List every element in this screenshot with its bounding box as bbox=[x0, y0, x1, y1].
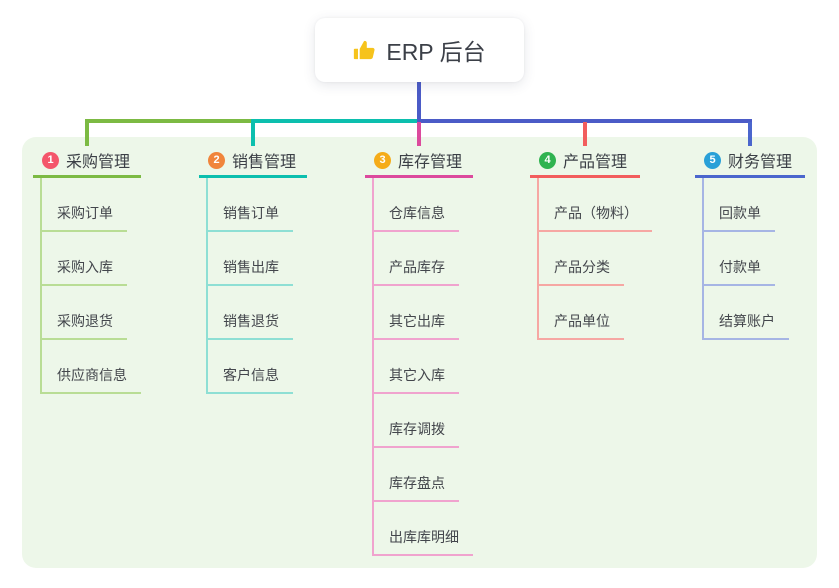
child-node[interactable]: 其它出库 bbox=[372, 286, 473, 340]
branch-badge: 2 bbox=[208, 151, 225, 169]
child-node[interactable]: 客户信息 bbox=[206, 340, 307, 394]
branches-panel bbox=[22, 137, 817, 568]
branch-label: 销售管理 bbox=[232, 154, 297, 171]
child-node-label: 仓库信息 bbox=[372, 203, 459, 232]
child-node-label: 其它出库 bbox=[372, 311, 459, 340]
branch-node-finance[interactable]: 5 财务管理 bbox=[695, 145, 805, 178]
branch-node-sales[interactable]: 2 销售管理 bbox=[199, 145, 307, 178]
children-group-purchase: 采购订单 采购入库 采购退货 供应商信息 bbox=[40, 178, 141, 394]
children-group-finance: 回款单 付款单 结算账户 bbox=[702, 178, 805, 340]
branch-badge: 4 bbox=[539, 151, 556, 169]
branch-node-product[interactable]: 4 产品管理 bbox=[530, 145, 640, 178]
child-node[interactable]: 采购退货 bbox=[40, 286, 141, 340]
branch-label: 财务管理 bbox=[728, 154, 793, 171]
branch-connector-product bbox=[583, 122, 587, 146]
child-node-label: 库存盘点 bbox=[372, 473, 459, 502]
connector-bus-purchase bbox=[85, 119, 253, 123]
branch-column-finance: 5 财务管理 回款单 付款单 结算账户 bbox=[695, 145, 805, 340]
child-node[interactable]: 销售订单 bbox=[206, 178, 307, 232]
child-node-label: 客户信息 bbox=[206, 365, 293, 394]
child-node[interactable]: 采购订单 bbox=[40, 178, 141, 232]
branch-label: 采购管理 bbox=[66, 154, 131, 171]
child-node-label: 产品单位 bbox=[537, 311, 624, 340]
connector-bus-right bbox=[417, 119, 752, 123]
connector-bus-sales bbox=[251, 119, 419, 123]
child-node-label: 出库库明细 bbox=[372, 527, 473, 556]
child-node-label: 销售订单 bbox=[206, 203, 293, 232]
thumbs-up-icon bbox=[353, 39, 376, 62]
child-node-label: 产品（物料） bbox=[537, 203, 652, 232]
branch-connector-purchase bbox=[85, 122, 89, 146]
branch-badge: 1 bbox=[42, 151, 59, 169]
branch-node-inventory[interactable]: 3 库存管理 bbox=[365, 145, 473, 178]
child-node[interactable]: 仓库信息 bbox=[372, 178, 473, 232]
child-node[interactable]: 产品单位 bbox=[537, 286, 640, 340]
child-node-label: 采购入库 bbox=[40, 257, 127, 286]
child-node[interactable]: 结算账户 bbox=[702, 286, 805, 340]
child-node[interactable]: 库存盘点 bbox=[372, 448, 473, 502]
branch-column-product: 4 产品管理 产品（物料） 产品分类 产品单位 bbox=[530, 145, 652, 340]
branch-label: 库存管理 bbox=[398, 154, 463, 171]
child-node[interactable]: 产品（物料） bbox=[537, 178, 652, 232]
branch-connector-finance bbox=[748, 122, 752, 146]
branch-column-purchase: 1 采购管理 采购订单 采购入库 采购退货 供应商信息 bbox=[33, 145, 141, 394]
child-node-label: 回款单 bbox=[702, 203, 775, 232]
child-node-label: 销售退货 bbox=[206, 311, 293, 340]
child-node-label: 采购订单 bbox=[40, 203, 127, 232]
child-node[interactable]: 其它入库 bbox=[372, 340, 473, 394]
child-node[interactable]: 销售出库 bbox=[206, 232, 307, 286]
branch-badge: 5 bbox=[704, 151, 721, 169]
branch-label: 产品管理 bbox=[563, 154, 628, 171]
root-connector bbox=[417, 82, 421, 121]
branch-badge: 3 bbox=[374, 151, 391, 169]
child-node-label: 产品分类 bbox=[537, 257, 624, 286]
child-node-label: 其它入库 bbox=[372, 365, 459, 394]
child-node-label: 库存调拨 bbox=[372, 419, 459, 448]
children-group-product: 产品（物料） 产品分类 产品单位 bbox=[537, 178, 652, 340]
child-node[interactable]: 采购入库 bbox=[40, 232, 141, 286]
root-node-label: ERP 后台 bbox=[386, 39, 486, 65]
branch-connector-sales bbox=[251, 122, 255, 146]
child-node[interactable]: 销售退货 bbox=[206, 286, 307, 340]
branch-connector-inventory bbox=[417, 122, 421, 146]
child-node[interactable]: 付款单 bbox=[702, 232, 805, 286]
child-node[interactable]: 产品分类 bbox=[537, 232, 640, 286]
child-node[interactable]: 出库库明细 bbox=[372, 502, 473, 556]
child-node-label: 产品库存 bbox=[372, 257, 459, 286]
branch-node-purchase[interactable]: 1 采购管理 bbox=[33, 145, 141, 178]
root-node[interactable]: ERP 后台 bbox=[315, 18, 524, 82]
children-group-inventory: 仓库信息 产品库存 其它出库 其它入库 库存调拨 库存盘点 出库库明细 bbox=[372, 178, 473, 556]
child-node[interactable]: 产品库存 bbox=[372, 232, 473, 286]
children-group-sales: 销售订单 销售出库 销售退货 客户信息 bbox=[206, 178, 307, 394]
branch-column-inventory: 3 库存管理 仓库信息 产品库存 其它出库 其它入库 库存调拨 库存盘点 出库库… bbox=[365, 145, 473, 556]
child-node-label: 付款单 bbox=[702, 257, 775, 286]
child-node[interactable]: 供应商信息 bbox=[40, 340, 141, 394]
child-node[interactable]: 库存调拨 bbox=[372, 394, 473, 448]
child-node-label: 销售出库 bbox=[206, 257, 293, 286]
child-node-label: 供应商信息 bbox=[40, 365, 141, 394]
child-node-label: 采购退货 bbox=[40, 311, 127, 340]
child-node-label: 结算账户 bbox=[702, 311, 789, 340]
branch-column-sales: 2 销售管理 销售订单 销售出库 销售退货 客户信息 bbox=[199, 145, 307, 394]
child-node[interactable]: 回款单 bbox=[702, 178, 805, 232]
